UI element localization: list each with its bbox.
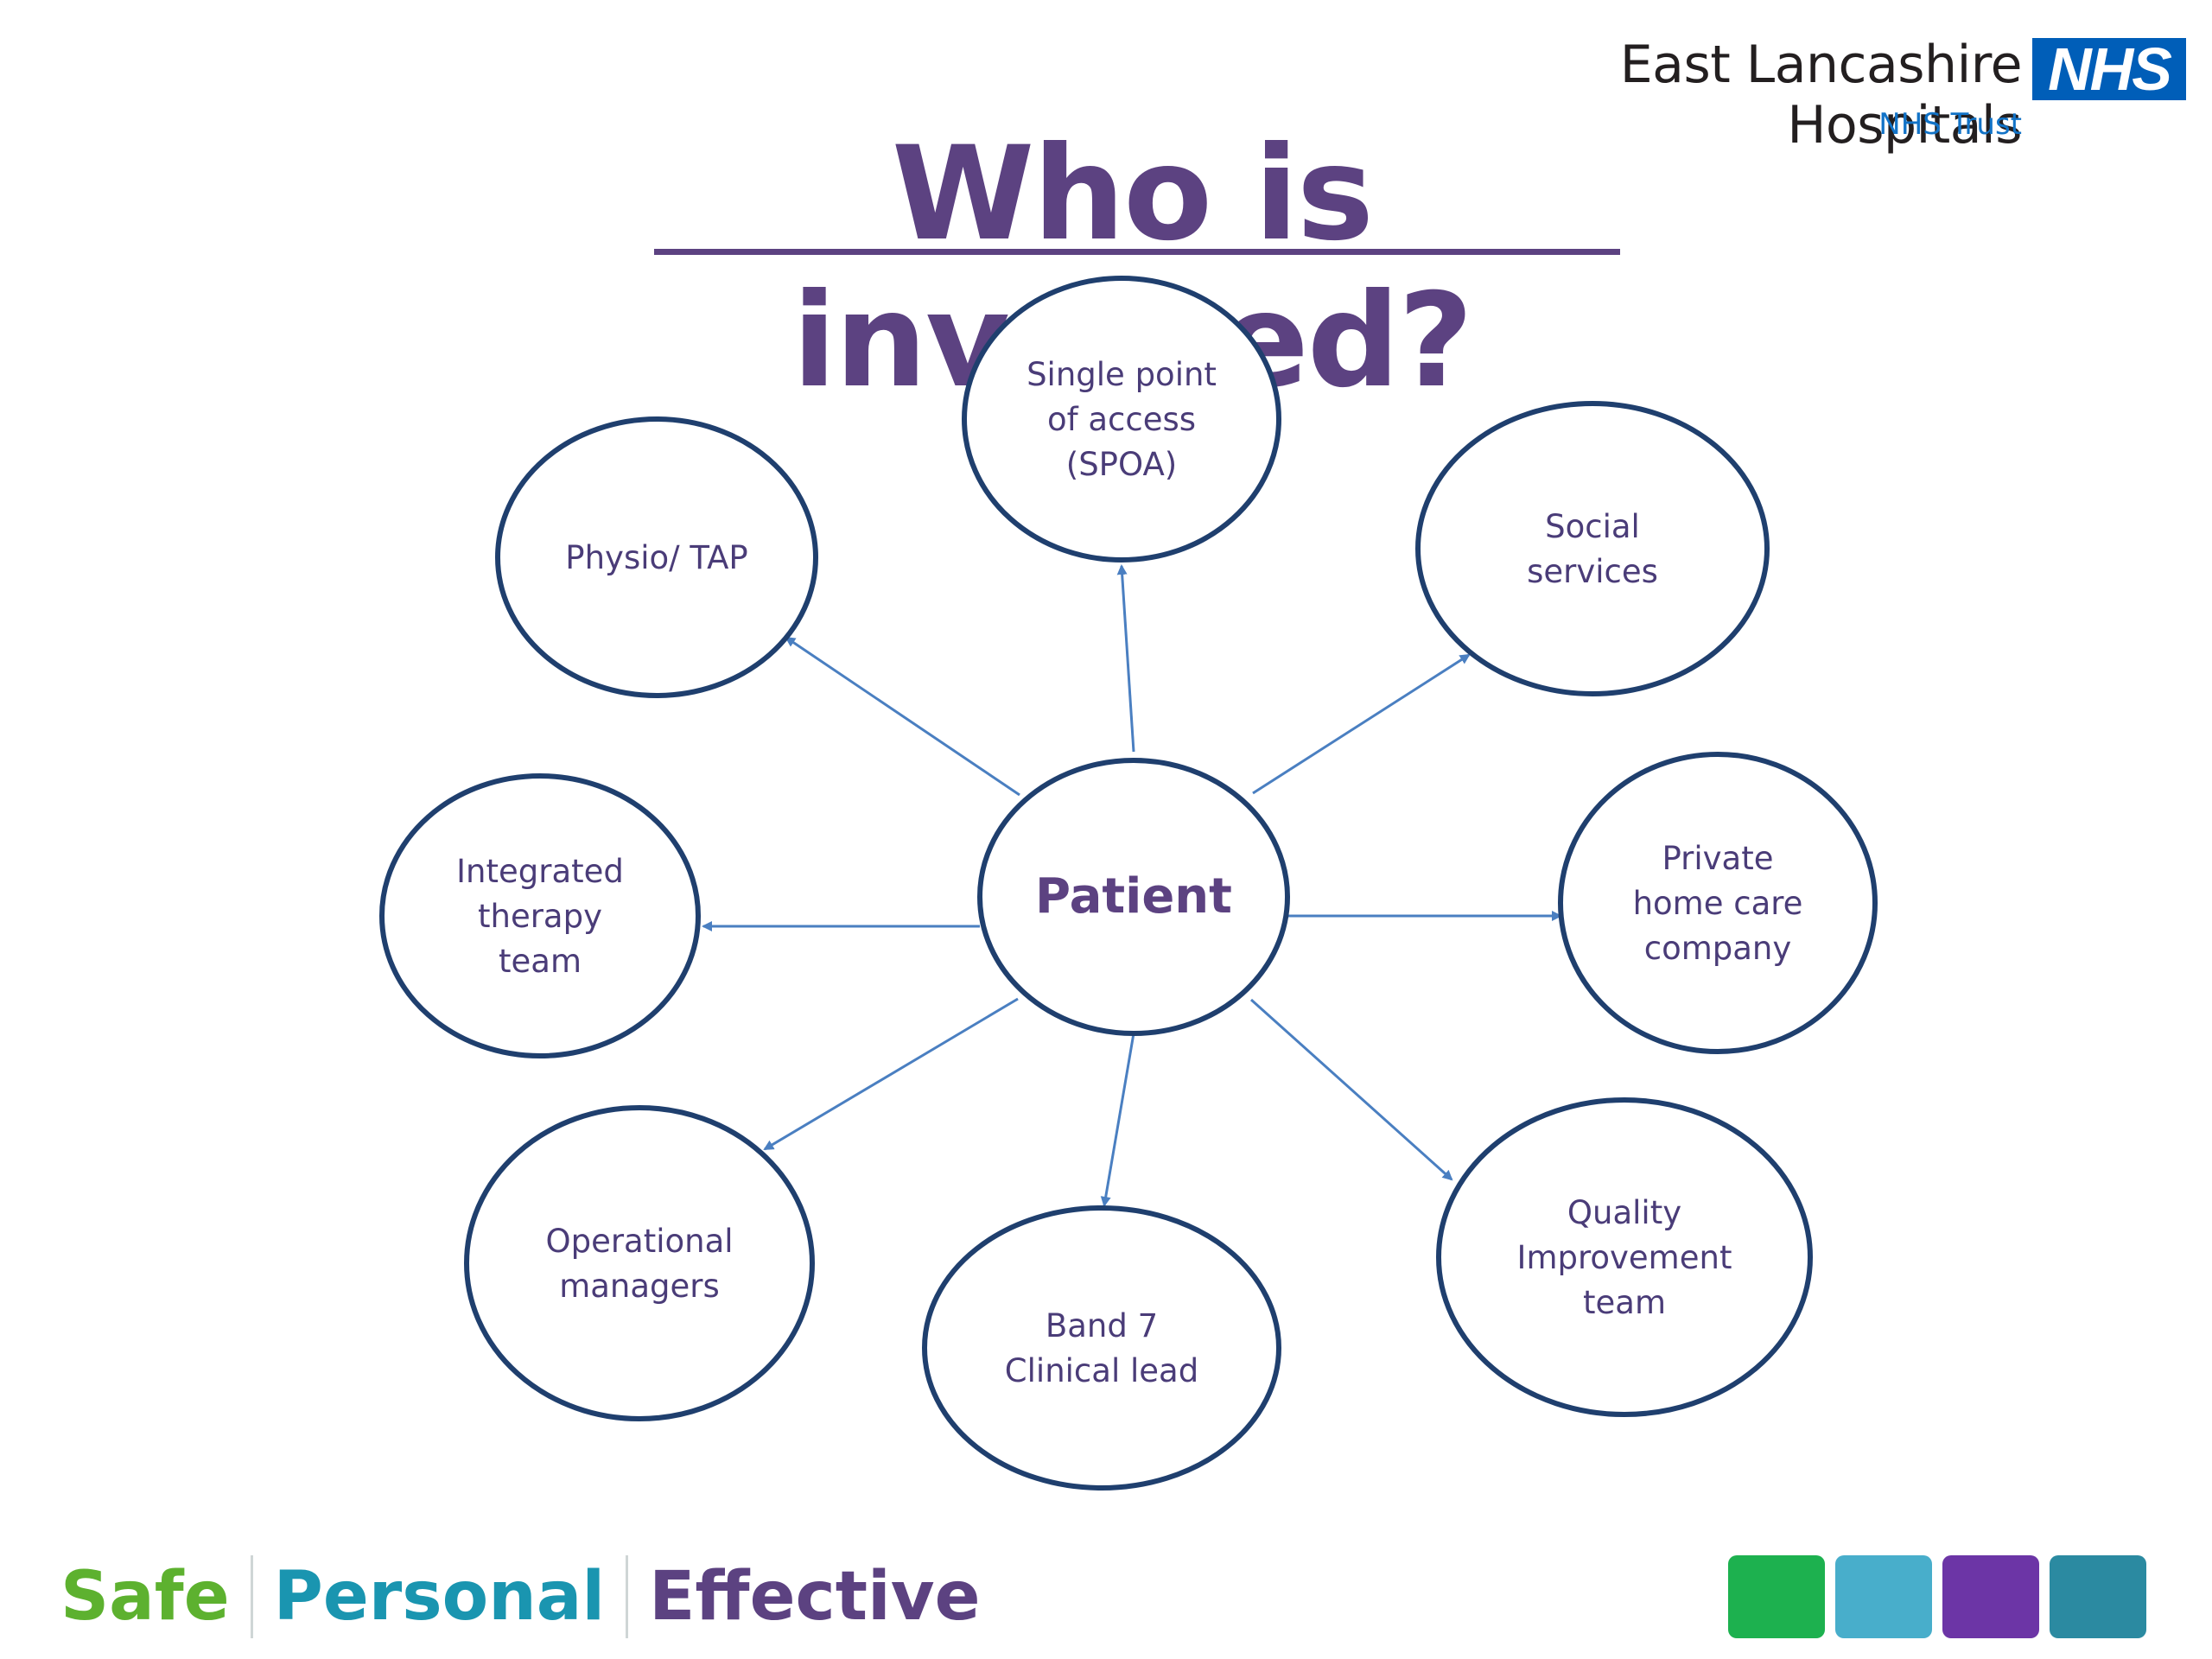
node-private-home-care-label-line-3: company (1644, 930, 1792, 967)
node-operational-managers-circle (464, 1105, 815, 1421)
node-operational-managers-label-line-1: Operational (545, 1223, 733, 1260)
node-quality-improvement-label-line-1: Quality (1567, 1194, 1681, 1231)
node-operational-managers: Operational managers (464, 1105, 815, 1421)
brand-color-blocks (1728, 1555, 2152, 1638)
node-social-services-label-line-1: Social (1545, 508, 1640, 545)
node-physio-tap-circle (495, 416, 818, 698)
node-patient-label-line-1: Patient (1035, 868, 1232, 925)
org-subtitle: NHS Trust (1878, 107, 2022, 142)
node-integrated-therapy: Integrated therapy team (379, 773, 701, 1058)
node-spoa-label-line-3: (SPOA) (1066, 446, 1177, 483)
node-band7-clinical-lead-label-line-2: Clinical lead (1005, 1352, 1198, 1389)
node-quality-improvement-circle (1436, 1097, 1813, 1417)
brand-block-teal (2050, 1555, 2146, 1638)
node-quality-improvement-label-line-2: Improvement (1517, 1239, 1732, 1276)
node-integrated-therapy-label-line-1: Integrated (456, 853, 624, 890)
node-integrated-therapy-label-line-3: team (499, 943, 582, 980)
node-integrated-therapy-label-line-2: therapy (478, 898, 602, 935)
arrow-to-operational-managers (763, 997, 1019, 1151)
arrow-to-quality-improvement (1249, 998, 1453, 1181)
arrows-group (702, 564, 1562, 1207)
org-name: East Lancashire Hospitals (1619, 35, 2023, 156)
node-private-home-care-label-line-1: Private (1662, 840, 1774, 877)
strap-divider (250, 1555, 253, 1638)
arrow-to-physio-tap (785, 636, 1020, 797)
value-safe: Safe (60, 1558, 230, 1636)
arrow-to-social-services (1252, 653, 1471, 795)
node-private-home-care: Private home care company (1558, 752, 1878, 1054)
node-spoa: Single point of access (SPOA) (962, 276, 1281, 563)
node-private-home-care-circle (1558, 752, 1878, 1054)
value-effective: Effective (649, 1558, 981, 1636)
node-operational-managers-label-line-2: managers (559, 1268, 720, 1305)
node-integrated-therapy-circle (379, 773, 701, 1058)
node-spoa-label-line-1: Single point (1027, 356, 1217, 393)
values-strapline: Safe Personal Effective (60, 1554, 980, 1640)
node-quality-improvement-label-line-3: team (1583, 1284, 1666, 1321)
node-band7-clinical-lead: Band 7 Clinical lead (922, 1205, 1281, 1491)
node-spoa-circle (962, 276, 1281, 563)
arrow-to-spoa (1116, 564, 1135, 753)
node-private-home-care-label-line-2: home care (1633, 885, 1803, 922)
node-band7-clinical-lead-label-line-1: Band 7 (1046, 1307, 1158, 1344)
node-physio-tap-label-line-1: Physio/ TAP (565, 539, 747, 576)
value-personal: Personal (273, 1558, 606, 1636)
node-social-services-label-line-2: services (1527, 553, 1658, 590)
brand-block-purple (1942, 1555, 2039, 1638)
node-social-services-circle (1415, 401, 1770, 696)
title-underline (654, 249, 1620, 255)
brand-block-green (1728, 1555, 1825, 1638)
node-patient: Patient (977, 758, 1290, 1036)
brand-block-light-blue (1835, 1555, 1932, 1638)
node-physio-tap: Physio/ TAP (495, 416, 818, 698)
node-band7-clinical-lead-circle (922, 1205, 1281, 1491)
nodes-group: Single point of access (SPOA) Social service… (379, 276, 1878, 1491)
nhs-logo: NHS (2032, 38, 2186, 100)
strap-divider (626, 1555, 629, 1638)
node-patient-circle (977, 758, 1290, 1036)
node-spoa-label-line-2: of access (1047, 401, 1196, 438)
node-social-services: Social services (1415, 401, 1770, 696)
arrow-to-band7-clinical-lead (1100, 1033, 1135, 1207)
